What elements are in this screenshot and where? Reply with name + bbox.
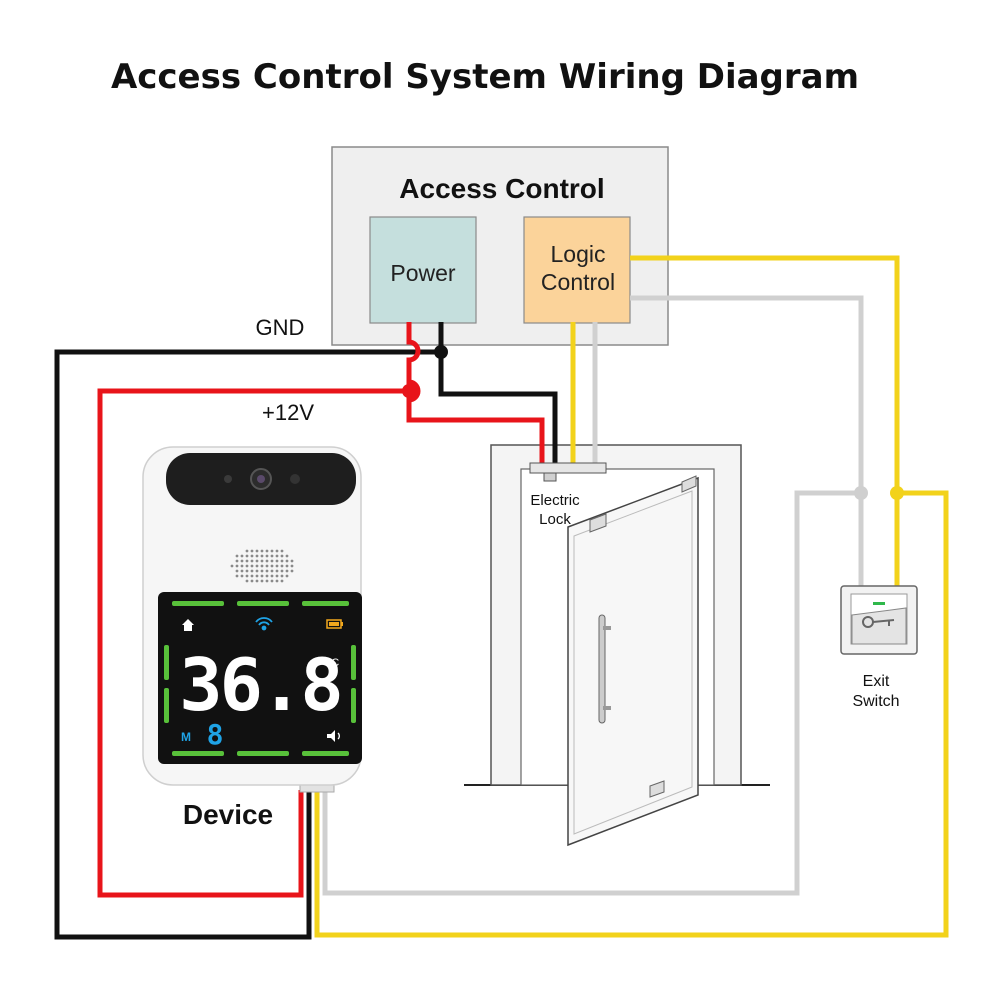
temperature-display (158, 592, 362, 764)
exit-switch[interactable] (840, 585, 918, 655)
return-junction (854, 486, 868, 500)
wifi-icon (255, 617, 273, 631)
exit-label-line2: Switch (852, 693, 899, 710)
gnd-wire-lock (438, 352, 558, 465)
door-icon (464, 444, 770, 847)
power-label: Power (390, 260, 456, 286)
key-icon (862, 616, 895, 628)
display-ring (164, 601, 356, 756)
lock-label-line1: Electric (530, 492, 580, 509)
logic-control-module (523, 216, 631, 324)
return-wire-device (322, 490, 861, 896)
speaker-grill (230, 549, 294, 583)
signal-wire-switch (630, 255, 900, 590)
gnd-label: GND (256, 315, 305, 340)
gnd-junction (434, 345, 448, 359)
diagram-title: Access Control System Wiring Diagram (111, 57, 859, 97)
power-wire-lock (406, 322, 545, 465)
logic-label-line2: Control (541, 269, 615, 295)
access-control-title: Access Control (399, 173, 604, 204)
signal-junction (890, 486, 904, 500)
lock-label-line2: Lock (539, 511, 571, 528)
device: 36.8 °C M 8 (142, 446, 362, 793)
power-wire-device (97, 388, 409, 898)
counter-digit: 8 (207, 718, 224, 751)
power-junction (402, 384, 416, 398)
home-icon (182, 619, 194, 631)
speaker-icon (327, 730, 340, 742)
battery-icon (326, 619, 343, 629)
logic-label-line1: Logic (551, 241, 606, 267)
electric-lock (529, 462, 607, 482)
temperature-readout: 36.8 (179, 643, 340, 727)
temperature-unit: °C (327, 657, 339, 669)
power-module (369, 216, 477, 324)
exit-label-line1: Exit (863, 673, 890, 690)
device-label: Device (183, 799, 273, 830)
signal-wire-device (314, 490, 949, 938)
handle-icon (598, 614, 611, 724)
mode-indicator: M (181, 730, 191, 744)
v12-label: +12V (262, 400, 314, 425)
